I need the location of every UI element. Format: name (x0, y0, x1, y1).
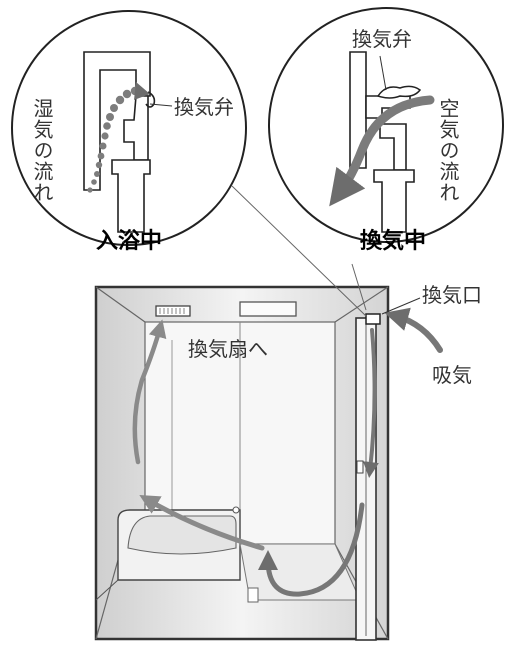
left-caption: 入浴中 (96, 229, 162, 254)
flow-down-door-arrow (362, 328, 379, 478)
vent-opening-leader (381, 297, 421, 315)
flow-across-floor-arrow (258, 502, 365, 597)
right-caption: 換気中 (360, 228, 426, 254)
bath-pillow (247, 587, 259, 603)
flow-up-to-fan-arrow (132, 319, 167, 465)
left-detail: 換気弁 湿気の流れ 入浴中 (11, 10, 247, 254)
vent-opening (365, 313, 381, 325)
ceiling-light (239, 301, 297, 317)
bathroom-unit (94, 285, 443, 641)
vent-opening-label: 換気口 (422, 283, 482, 307)
door-with-vent (355, 317, 377, 641)
left-vent-profile (83, 51, 151, 233)
air-flow-label: 空気の流れ (436, 98, 460, 203)
air-flow-arrow (329, 95, 435, 207)
callout-connectors (231, 185, 367, 317)
ceiling-fan-grille (155, 305, 191, 317)
left-valve-leader (149, 103, 173, 107)
intake-label: 吸気 (432, 363, 472, 387)
moisture-flow-label: 湿気の流れ (30, 98, 54, 203)
moisture-arrow-head (134, 82, 150, 100)
room-airflow (132, 319, 379, 597)
intake-arrow (384, 307, 443, 353)
to-fan-label: 換気扇へ (188, 337, 268, 361)
right-valve-leader (379, 55, 387, 91)
right-detail: 換気弁 空気の流れ 換気中 (268, 7, 504, 254)
flow-over-tub-arrow (139, 495, 265, 551)
right-valve-label: 換気弁 (352, 27, 412, 51)
right-valve-flap (376, 85, 422, 99)
left-valve-label: 換気弁 (174, 95, 234, 119)
